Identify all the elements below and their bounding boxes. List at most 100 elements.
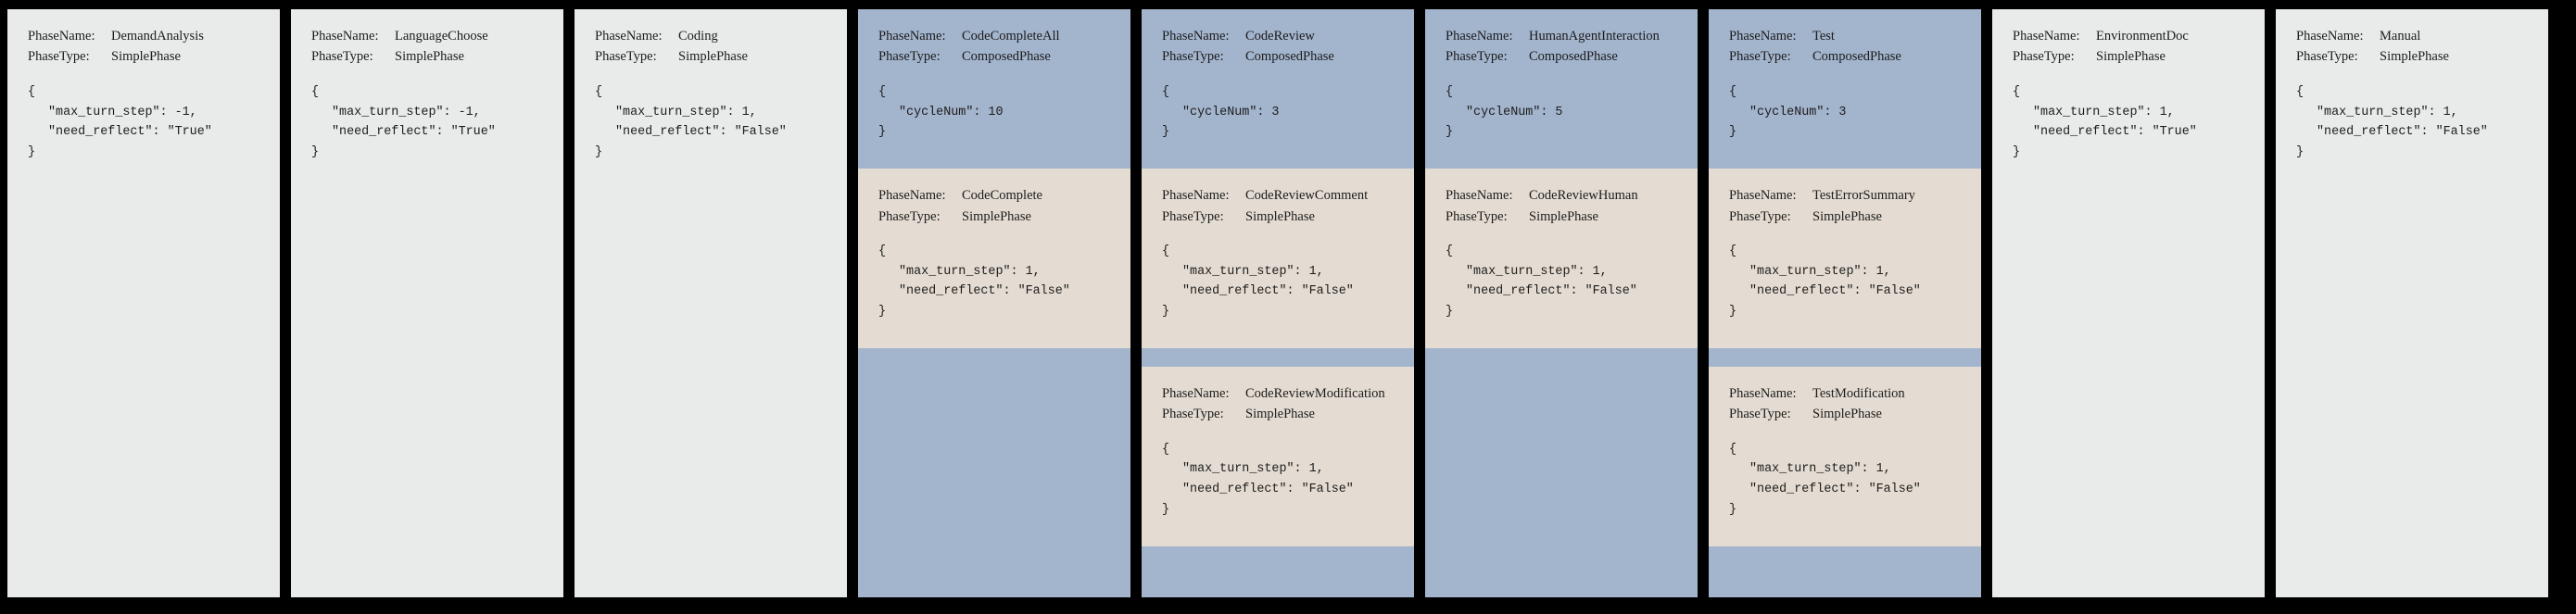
phase-type-row: PhaseType:ComposedPhase — [1446, 46, 1677, 67]
json-brace-open: { — [595, 84, 603, 99]
composed-head-padding — [1162, 143, 1394, 156]
phase-name-row: PhaseName: CodeReviewHuman — [1446, 185, 1677, 206]
phase-name-value: CodeReview — [1245, 29, 1315, 44]
json-brace-close: } — [1729, 125, 1737, 140]
json-brace-open: { — [1162, 244, 1170, 258]
phase-type-label: PhaseType: — [2013, 49, 2075, 65]
json-brace-close: } — [2013, 145, 2021, 160]
json-config-line: "max_turn_step": 1, — [1749, 264, 1891, 279]
phase-name-value: TestErrorSummary — [1812, 188, 1915, 204]
phase-type-row: PhaseType:SimplePhase — [2296, 46, 2528, 67]
phase-name-label: PhaseName: — [1729, 188, 1797, 204]
phase-name-label: PhaseName: — [311, 29, 379, 44]
sub-phase-padding — [1729, 520, 1961, 533]
json-config-line: "cycleNum": 3 — [1182, 105, 1280, 119]
json-config-line: "max_turn_step": 1, — [1749, 462, 1891, 477]
phase-name-row: PhaseName:TestModification — [1729, 383, 1961, 404]
sub-phase-padding — [1446, 322, 1677, 335]
phase-type-row: PhaseType:SimplePhase — [595, 46, 827, 67]
sub-phase-separator — [1709, 347, 1981, 367]
json-config-line: "max_turn_step": 1, — [1466, 264, 1608, 279]
phase-name-label: PhaseName: — [1446, 188, 1513, 204]
phase-name-row: PhaseName: Coding — [595, 26, 827, 46]
phase-name-row: PhaseName: CodeReview — [1162, 26, 1394, 46]
json-config-line: "cycleNum": 5 — [1466, 105, 1563, 119]
phase-name-row: PhaseName: LanguageChoose — [311, 26, 543, 46]
phase-type-value: ComposedPhase — [1812, 49, 1901, 65]
phase-name-value: CodeReviewHuman — [1529, 188, 1638, 204]
phase-config-json: {"cycleNum": 10} — [878, 82, 1110, 143]
phase-config-json: {"max_turn_step": 1,"need_reflect": "Fal… — [1446, 242, 1677, 322]
phase-type-value: ComposedPhase — [1245, 49, 1334, 65]
phase-name-label: PhaseName: — [595, 29, 663, 44]
phase-type-row: PhaseType:SimplePhase — [1162, 404, 1394, 424]
phase-name-label: PhaseName: — [1729, 29, 1797, 44]
phase-type-value: SimplePhase — [1812, 208, 1882, 224]
phase-name-value: CodeCompleteAll — [962, 29, 1060, 44]
json-brace-open: { — [1446, 244, 1454, 258]
phase-type-value: ComposedPhase — [1529, 49, 1618, 65]
composed-phase-tail — [1425, 347, 1698, 597]
json-config-line: "need_reflect": "True" — [48, 125, 212, 140]
phase-name-value: CodeReviewModification — [1245, 385, 1385, 401]
phase-name-value: CodeComplete — [962, 188, 1042, 204]
phase-name-label: PhaseName: — [1162, 29, 1230, 44]
composed-head-padding — [878, 143, 1110, 156]
phase-type-value: SimplePhase — [2096, 49, 2166, 65]
json-config-line: "max_turn_step": 1, — [1182, 462, 1324, 477]
phase-name-label: PhaseName: — [878, 188, 946, 204]
phase-type-row: PhaseType:SimplePhase — [1162, 207, 1394, 227]
json-brace-open: { — [2013, 84, 2021, 99]
sub-phase-separator — [1142, 347, 1414, 367]
json-brace-open: { — [1162, 442, 1170, 457]
phase-type-row: PhaseType:SimplePhase — [1729, 207, 1961, 227]
phase-type-row: PhaseType: SimplePhase — [311, 46, 543, 67]
json-brace-open: { — [878, 84, 887, 99]
phase-config-json: {"max_turn_step": 1,"need_reflect": "Fal… — [1729, 242, 1961, 322]
phase-type-value: SimplePhase — [395, 49, 464, 65]
json-brace-open: { — [1729, 244, 1737, 258]
json-config-line: "max_turn_step": 1, — [2317, 105, 2458, 119]
json-config-line: "need_reflect": "False" — [1749, 482, 1921, 497]
json-brace-close: } — [1162, 125, 1170, 140]
phase-type-value: SimplePhase — [962, 208, 1031, 224]
json-brace-close: } — [2296, 145, 2305, 160]
json-brace-open: { — [1162, 84, 1170, 99]
phase-name-label: PhaseName: — [2013, 29, 2080, 44]
phase-type-label: PhaseType: — [878, 49, 941, 65]
phase-type-row: PhaseType:SimplePhase — [878, 207, 1110, 227]
json-brace-close: } — [28, 145, 36, 160]
phase-name-value: Coding — [678, 29, 718, 44]
json-config-line: "need_reflect": "True" — [2033, 125, 2197, 140]
json-config-line: "cycleNum": 3 — [1749, 105, 1847, 119]
json-config-line: "need_reflect": "False" — [615, 125, 787, 140]
json-config-line: "max_turn_step": -1, — [48, 105, 197, 119]
phase-name-value: LanguageChoose — [395, 29, 488, 44]
phase-type-label: PhaseType: — [311, 49, 373, 65]
